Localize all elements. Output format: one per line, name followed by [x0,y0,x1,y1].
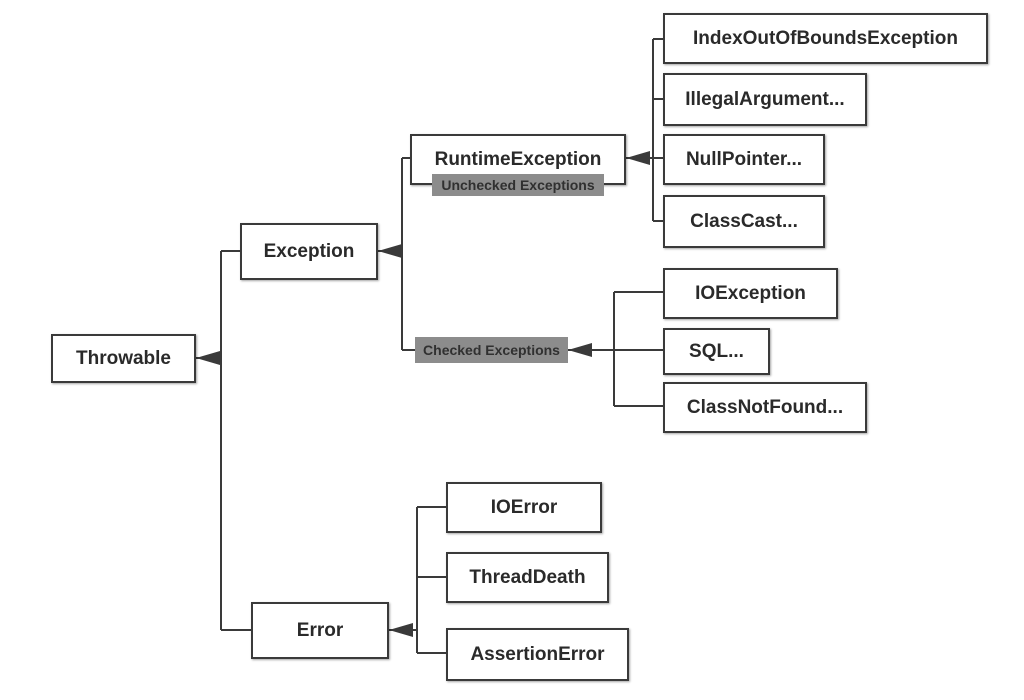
node-illegal-argument: IllegalArgument... [663,73,867,126]
connector-runtime [626,38,664,222]
node-sql: SQL... [663,328,770,375]
node-exception: Exception [240,223,378,280]
node-class-cast: ClassCast... [663,195,825,248]
node-null-pointer: NullPointer... [663,134,825,185]
label-checked-exceptions: Checked Exceptions [415,337,568,363]
node-thread-death: ThreadDeath [446,552,609,603]
arrowhead-throwable [196,351,220,365]
node-class-not-found: ClassNotFound... [663,382,867,433]
node-io-exception: IOException [663,268,838,319]
node-throwable: Throwable [51,334,196,383]
arrowhead-exception [378,244,402,258]
node-assertion-error: AssertionError [446,628,629,681]
node-index-out-of-bounds-exception: IndexOutOfBoundsException [663,13,988,64]
arrowhead-error [389,623,413,637]
label-unchecked-exceptions: Unchecked Exceptions [432,174,604,196]
arrowhead-checked [568,343,592,357]
arrowhead-runtime [626,151,650,165]
node-io-error: IOError [446,482,602,533]
node-error: Error [251,602,389,659]
connector-throwable [196,250,252,631]
